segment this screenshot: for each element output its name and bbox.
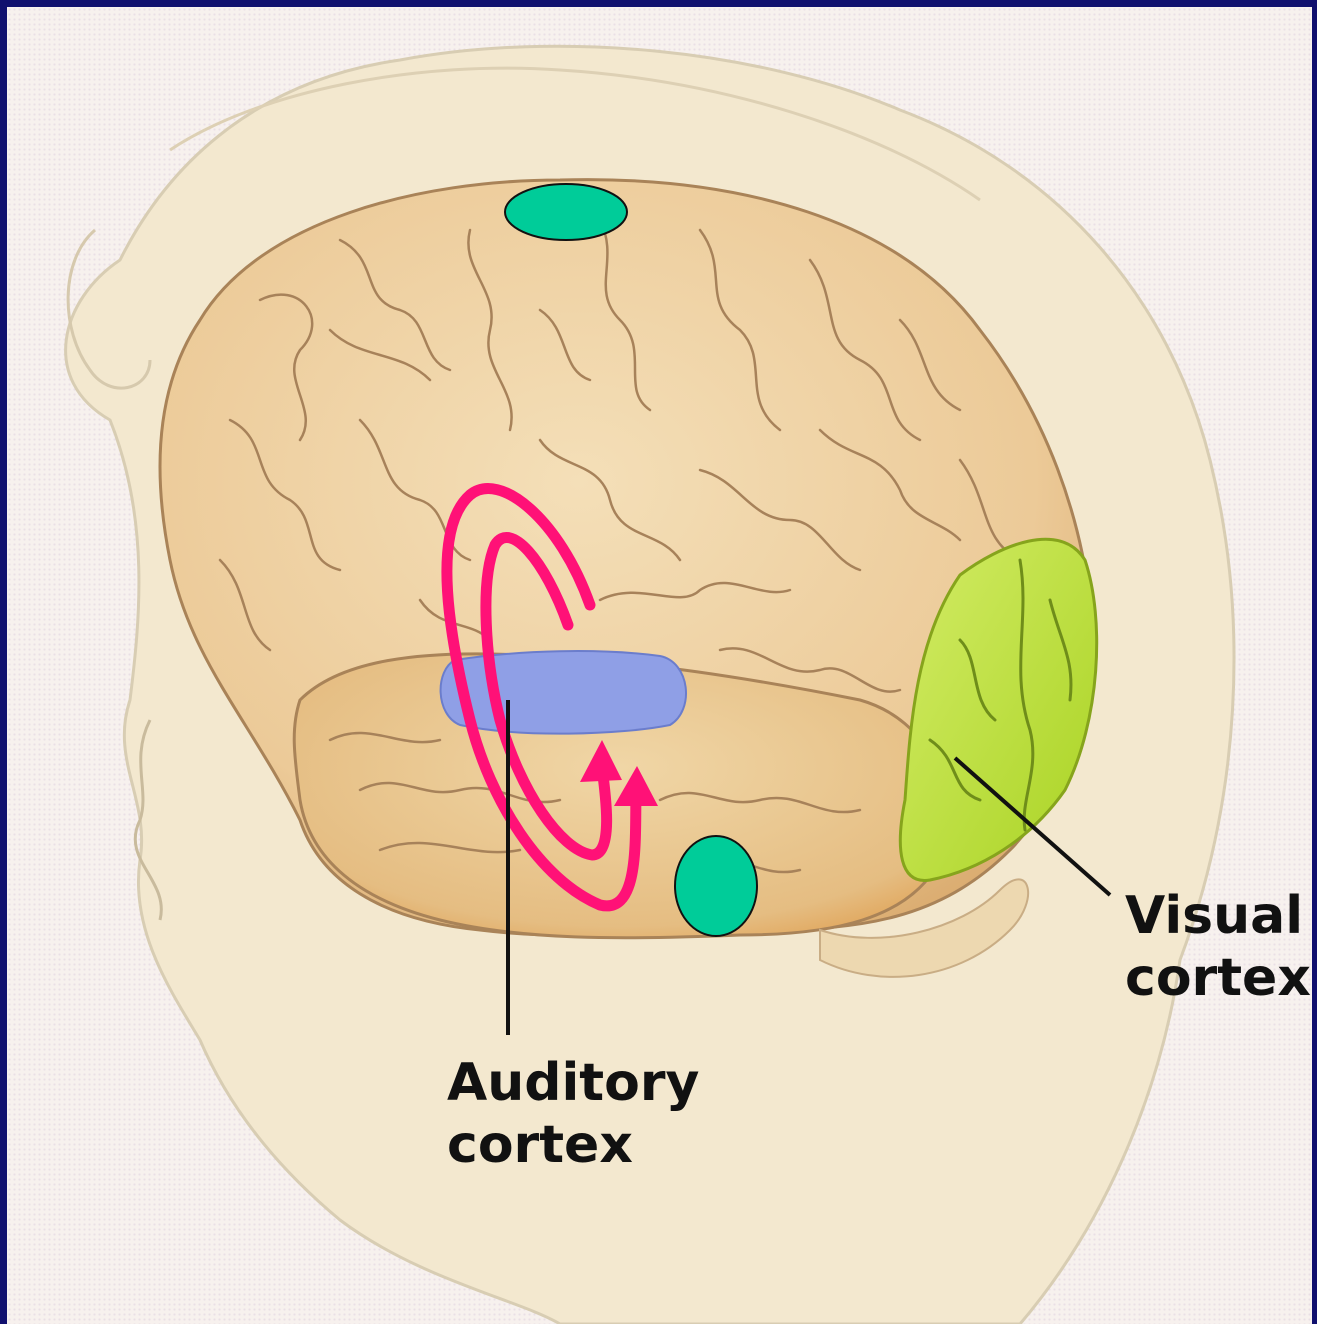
marker-bottom [675,836,757,936]
visual-label-line-2: cortex [1125,947,1311,1009]
auditory-label-line-2: cortex [447,1114,699,1176]
auditory-label-line-1: Auditory [447,1052,699,1114]
diagram-frame: Visual cortex Auditory cortex [7,7,1312,1324]
visual-cortex-label: Visual cortex [1125,885,1311,1009]
visual-label-line-1: Visual [1125,885,1311,947]
marker-top [505,184,627,240]
auditory-cortex-label: Auditory cortex [447,1052,699,1176]
auditory-cortex-region [441,651,686,734]
